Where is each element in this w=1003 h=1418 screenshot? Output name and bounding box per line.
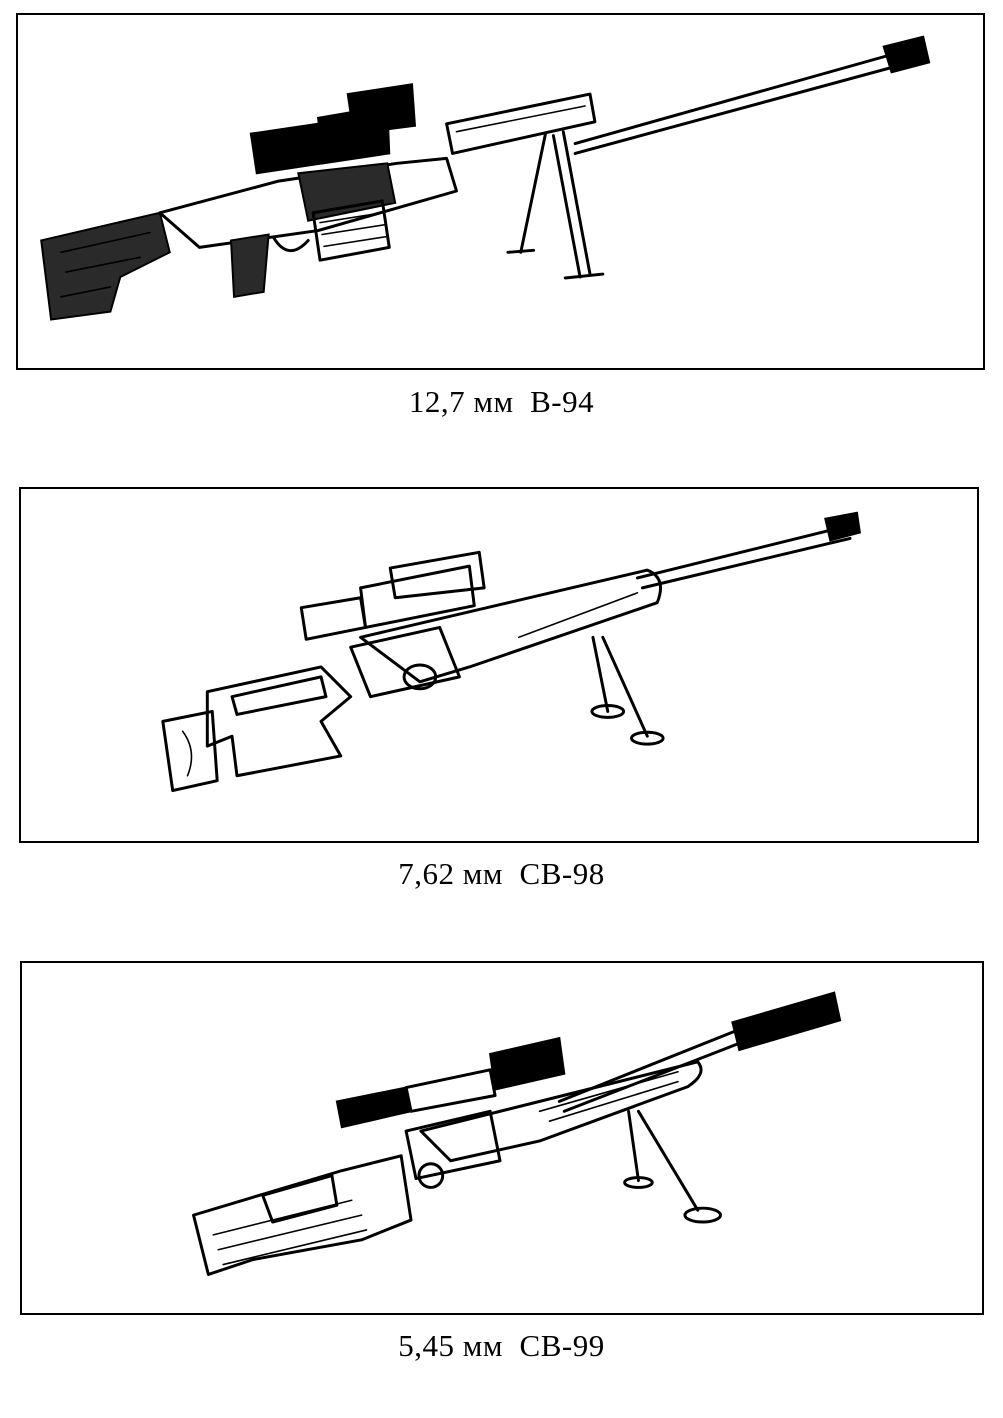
figure-frame-1 xyxy=(16,13,985,370)
figure-frame-2 xyxy=(19,487,979,843)
figure-frame-3 xyxy=(20,961,984,1315)
figure-caption-3: 5,45 мм СВ-99 xyxy=(398,1328,605,1363)
figure-caption-1: 12,7 мм В-94 xyxy=(408,384,595,419)
rifle-b94-illustration xyxy=(40,35,931,321)
rifle-sv99-illustration xyxy=(192,991,842,1276)
rifle-sv98-illustration xyxy=(161,511,862,793)
figure-caption-2: 7,62 мм СВ-98 xyxy=(398,856,605,891)
